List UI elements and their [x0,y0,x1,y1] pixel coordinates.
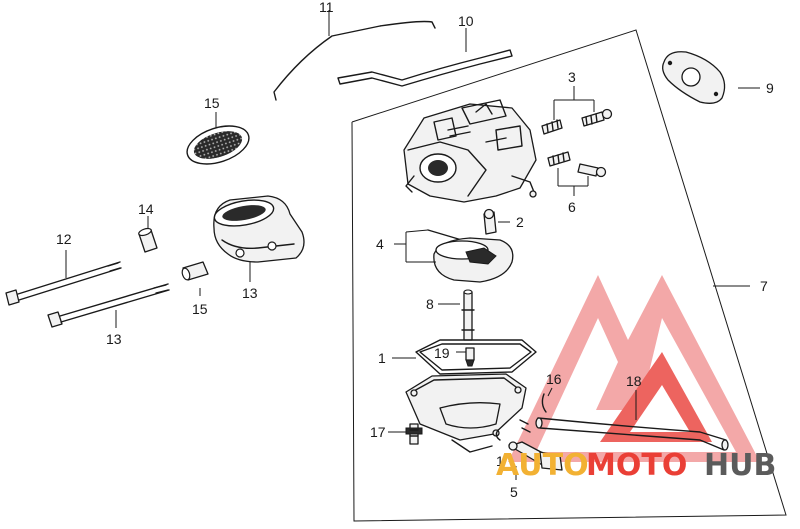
callout-13-upper: 14 [138,201,154,217]
part-1-float-chamber-gasket [415,339,537,375]
part-13-sleeve-upper [138,227,158,253]
callout-8: 8 [426,296,434,312]
callout-1-plug: 1 [496,453,504,469]
callout-7: 7 [760,278,768,294]
carburetor-body [403,99,537,203]
callout-3: 4 [376,236,384,252]
part-4-screw-left [541,119,563,135]
callout-9: 9 [766,80,774,96]
part-19-slow-jet [465,347,475,367]
assembly-outline [351,29,787,522]
part-10-rod [337,49,513,87]
leader-lines [65,10,760,480]
part-6-screw-left [547,151,571,167]
part-4-screw-right [581,108,613,127]
part-5-drain-plug [495,429,563,471]
callout-18: 18 [626,373,642,389]
watermark-text: AUTO MOTO HUB [496,448,776,483]
part-16-hose-clip [541,393,547,413]
callout-13-lower: 15 [192,301,208,317]
watermark-moto: MOTO [586,448,687,483]
callout-16: 16 [546,371,562,387]
part-3-float [427,229,514,283]
part-9-flange-gasket [662,51,726,104]
callout-6: 6 [568,199,576,215]
callout-11: 11 [319,0,334,15]
callout-12: 13 [242,285,258,301]
part-18-overflow-tube [535,417,729,451]
callout-1-gasket: 1 [378,350,386,366]
callout-10: 10 [458,13,474,29]
part-2-needle-valve [483,208,497,235]
callout-4: 3 [568,69,576,85]
part-12-air-elbow [213,195,305,263]
callout-15-lower: 13 [106,331,122,347]
part-11-wire-link [273,20,436,101]
callout-19: 19 [434,345,450,361]
callout-labels: 11 10 9 15 3 6 2 4 7 8 1 19 17 16 18 1 5… [56,0,774,500]
callout-14: 15 [204,95,220,111]
watermark-hub: HUB [704,448,776,483]
float-chamber-bowl [405,373,531,453]
part-13-sleeve-lower [181,261,209,281]
part-15-bolt-upper [5,261,122,306]
part-17-drain-screw [405,423,423,445]
callout-5: 5 [510,484,518,500]
part-8-jet-tube [461,289,475,341]
callout-17: 17 [370,424,386,440]
callout-2: 2 [516,214,524,230]
part-15-bolt-lower [47,283,170,328]
watermark-logo [508,275,760,462]
part-14-filter-element [186,125,250,165]
part-6-screw-right [577,163,607,178]
callout-15-upper: 12 [56,231,72,247]
watermark-auto: AUTO [496,448,589,483]
